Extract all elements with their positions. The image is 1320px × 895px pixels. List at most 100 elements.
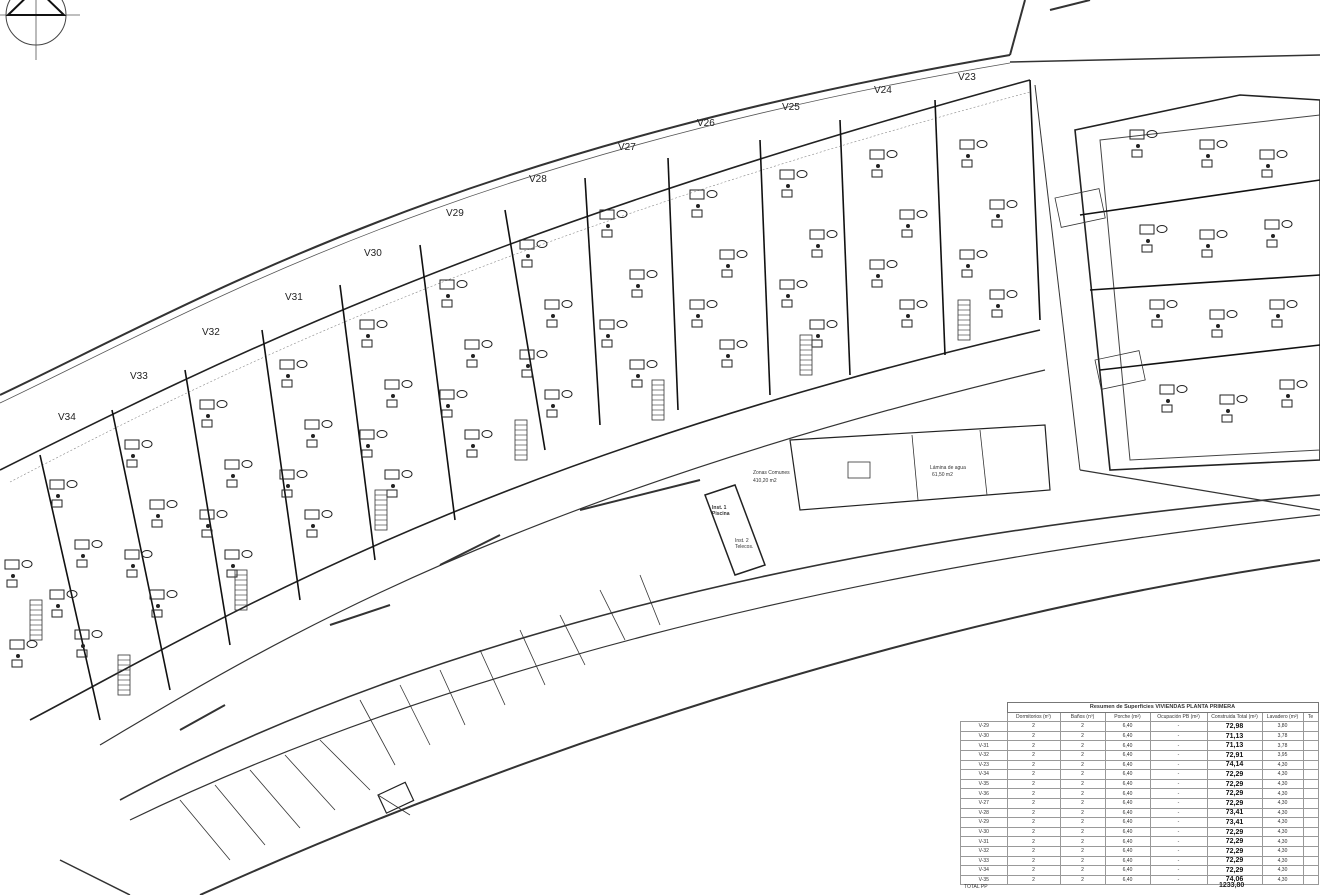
cell-unit: V-30 [960,730,1008,742]
cell-porche: 6,40 [1104,740,1151,751]
unit-label-v23: V23 [958,72,976,83]
unit-label-v28: V28 [529,174,547,185]
cell-lav: 3,78 [1261,730,1304,742]
cell-cut [1302,807,1319,819]
cell-dorm: 2 [1006,845,1061,857]
cell-porche: 6,40 [1104,730,1151,742]
cell-banos: 2 [1059,874,1106,886]
cell-total: 72,29 [1206,769,1263,780]
unit-label-v29: V29 [446,208,464,219]
cell-unit: V-29 [960,817,1008,828]
water-area [789,424,1051,511]
cell-ocup: - [1149,845,1208,857]
surface-summary-table: Resumen de Superficies VIVIENDAS PLANTA … [960,702,1319,886]
cell-total: 73,41 [1206,807,1263,819]
common-area-value: 410,20 m2 [753,478,777,484]
col-header: Construida Total (m²) [1206,711,1263,723]
cell-total: 71,13 [1206,740,1263,751]
cell-porche: 6,40 [1104,797,1151,809]
cell-ocup: - [1149,874,1208,886]
cell-unit: V-30 [960,826,1008,838]
cell-banos: 2 [1059,817,1106,828]
cell-porche: 6,40 [1104,874,1151,886]
cell-cut [1302,855,1319,867]
cell-total: 72,29 [1206,788,1263,799]
cell-cut [1302,778,1319,790]
cell-lav: 4,30 [1261,807,1304,819]
cell-ocup: - [1149,769,1208,780]
cell-lav: 4,30 [1261,788,1304,799]
cell-dorm: 2 [1006,874,1061,886]
total-value: 1233,80 [1219,882,1245,889]
cell-ocup: - [1149,836,1208,847]
cell-unit: V-33 [960,855,1008,867]
cell-total: 72,29 [1206,836,1263,847]
cell-ocup: - [1149,807,1208,819]
cell-total: 72,29 [1206,855,1263,867]
unit-label-v32: V32 [202,327,220,338]
installation-2-label: Inst. 2 Telecos. [735,538,754,550]
cell-lav: 4,30 [1261,778,1304,790]
cell-total: 71,13 [1206,730,1263,742]
cell-banos: 2 [1059,797,1106,809]
cell-lav: 4,30 [1261,855,1304,867]
cell-lav: 4,30 [1261,845,1304,857]
cell-banos: 2 [1059,855,1106,867]
cell-porche: 6,40 [1104,721,1151,732]
cell-lav: 4,30 [1261,769,1304,780]
cell-unit: V-27 [960,797,1008,809]
cell-lav: 4,30 [1261,759,1304,771]
cell-banos: 2 [1059,788,1106,799]
cell-cut [1302,740,1319,751]
cell-lav: 3,78 [1261,740,1304,751]
cell-total: 72,29 [1206,778,1263,790]
cell-lav: 4,30 [1261,836,1304,847]
cell-cut [1302,845,1319,857]
table-header-row: Dormitorios (nº) Baños (nº) Porche (m²) … [961,711,1319,723]
cell-ocup: - [1149,826,1208,838]
cell-dorm: 2 [1006,836,1061,847]
cell-ocup: - [1149,749,1208,761]
cell-porche: 6,40 [1104,788,1151,799]
cell-dorm: 2 [1006,788,1061,799]
unit-label-v31: V31 [285,292,303,303]
cell-ocup: - [1149,788,1208,799]
col-header: Lavadero (m²) [1261,711,1304,723]
cell-total: 72,29 [1206,845,1263,857]
cell-porche: 6,40 [1104,749,1151,761]
cell-ocup: - [1149,730,1208,742]
cell-dorm: 2 [1006,817,1061,828]
cell-ocup: - [1149,740,1208,751]
cell-banos: 2 [1059,759,1106,771]
cell-ocup: - [1149,817,1208,828]
cell-porche: 6,40 [1104,865,1151,876]
cell-porche: 6,40 [1104,769,1151,780]
cell-unit: V-32 [960,845,1008,857]
cell-dorm: 2 [1006,807,1061,819]
apartment-interiors [4,139,1018,668]
cell-unit: V-28 [960,807,1008,819]
total-label: TOTAL PP [964,884,988,890]
cell-total: 74,14 [1206,759,1263,771]
cell-dorm: 2 [1006,749,1061,761]
col-header: Baños (nº) [1059,711,1106,723]
cell-total: 72,29 [1206,797,1263,809]
cell-lav: 3,95 [1261,749,1304,761]
cell-cut [1302,865,1319,876]
cell-unit: V-36 [960,788,1008,799]
cell-unit: V-34 [960,769,1008,780]
cell-ocup: - [1149,865,1208,876]
cell-unit: V-32 [960,749,1008,761]
right-building-block [1034,84,1320,511]
cell-total: 72,91 [1206,749,1263,761]
unit-label-v27: V27 [618,142,636,153]
cell-lav: 4,30 [1261,826,1304,838]
cell-cut [1302,817,1319,828]
